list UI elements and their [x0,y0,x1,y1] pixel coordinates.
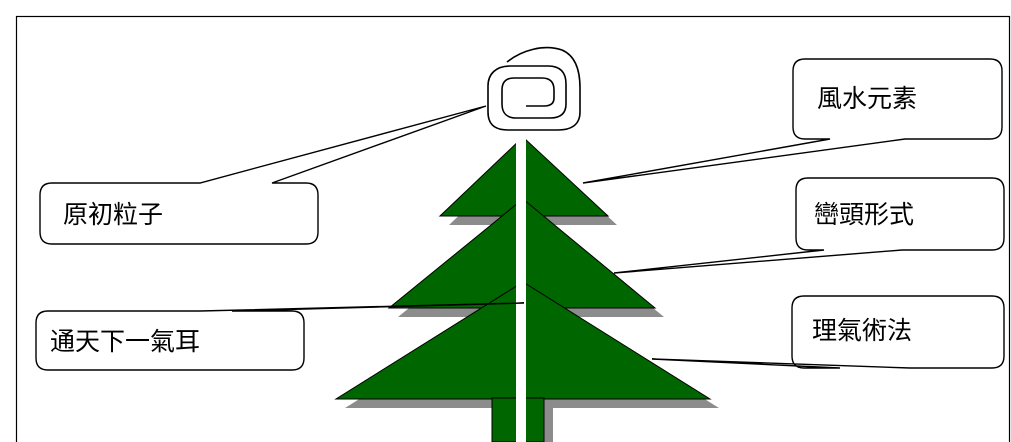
tree-center-line [516,120,526,442]
pine-tree [336,120,710,442]
callout-fengshui-elements: 風水元素 [583,59,1002,183]
callout-landform-school: 巒頭形式 [614,178,1004,273]
callout-landform-school-label: 巒頭形式 [814,200,914,229]
spiral-symbol [488,48,580,130]
spiral-outer [488,48,580,130]
callout-fengshui-elements-shape [583,59,1002,183]
callout-landform-school-shape [614,178,1004,273]
callout-liqi-methods-label: 理氣術法 [812,316,912,345]
callout-one-qi-label: 通天下一氣耳 [50,327,200,356]
callout-fengshui-elements-label: 風水元素 [817,84,917,113]
callout-liqi-methods: 理氣術法 [652,296,1004,368]
callout-origin-particle: 原初粒子 [40,106,486,244]
callout-origin-particle-label: 原初粒子 [63,200,163,229]
